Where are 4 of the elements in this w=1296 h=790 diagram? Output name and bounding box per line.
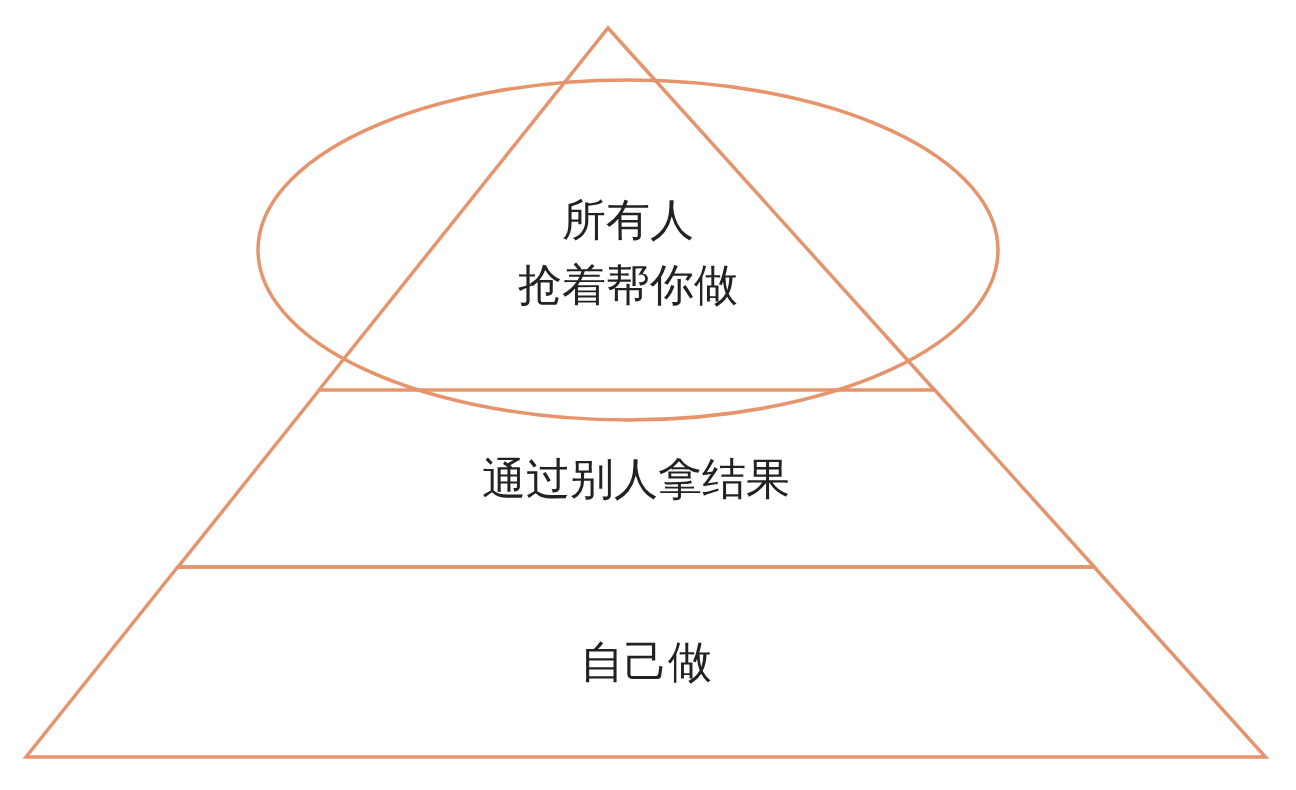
tier-label: 抢着帮你做 — [518, 258, 738, 312]
tier-label: 自己做 — [579, 635, 712, 689]
tier-label: 所有人 — [562, 193, 694, 247]
tier-label: 通过别人拿结果 — [481, 451, 790, 506]
